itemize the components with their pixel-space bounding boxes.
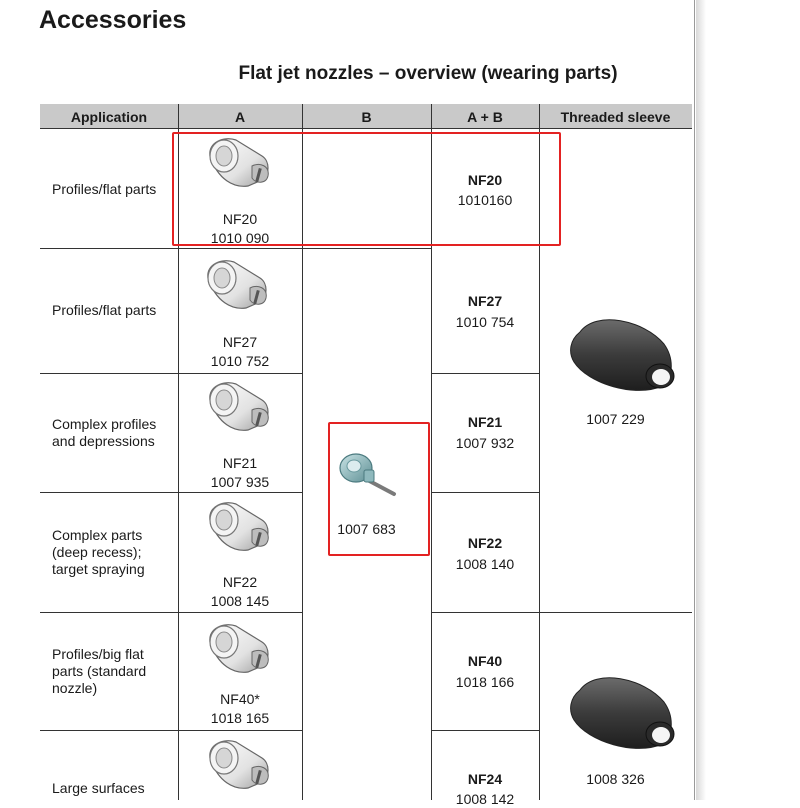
row-2-ab-code: 1010 754: [455, 314, 515, 330]
row-1-ab-code: 1010160: [457, 192, 513, 208]
row-2-application: Profiles/flat parts: [52, 302, 157, 318]
row-3-ab-name: NF21: [467, 414, 503, 430]
grid-line: [40, 730, 302, 731]
nozzle-a-icon: [209, 740, 269, 789]
row-2-ab-name: NF27: [467, 293, 503, 309]
header-a: A: [234, 109, 246, 125]
row-5-a-name: NF40*: [220, 691, 260, 707]
b-part-code: 1007 683: [337, 521, 396, 537]
row-3-a-code: 1007 935: [210, 474, 270, 490]
row-3-a-name: NF21: [222, 455, 258, 471]
grid-line: [302, 104, 303, 800]
grid-line: [431, 612, 692, 613]
page-title: Accessories: [39, 6, 187, 34]
grid-line: [40, 492, 302, 493]
grid-line: [40, 612, 302, 613]
row-6-ab-name: NF24: [467, 771, 503, 787]
nozzle-a-icon: [207, 260, 267, 309]
row-1-a-code: 1010 090: [210, 230, 270, 246]
row-3-ab-code: 1007 932: [455, 435, 515, 451]
sleeve-2-code: 1008 326: [586, 771, 645, 787]
grid-line: [431, 373, 539, 374]
sleeve-1-code: 1007 229: [586, 411, 645, 427]
nozzle-a-icon: [209, 502, 269, 551]
row-5-a-code: 1018 165: [210, 710, 270, 726]
page-shadow: [696, 0, 706, 800]
row-4-ab-code: 1008 140: [455, 556, 515, 572]
row-4-ab-name: NF22: [467, 535, 503, 551]
row-1-ab-name: NF20: [467, 172, 503, 188]
grid-line: [40, 128, 692, 129]
grid-line: [40, 373, 302, 374]
table-title: Flat jet nozzles – overview (wearing par…: [238, 63, 618, 84]
row-5-ab-name: NF40: [467, 653, 503, 669]
row-6-application: Large surfaces: [52, 780, 145, 796]
row-2-a-name: NF27: [222, 334, 258, 350]
row-4-a-code: 1008 145: [210, 593, 270, 609]
grid-line: [40, 248, 431, 249]
nozzle-a-icon: [209, 382, 269, 431]
row-4-application: Complex parts (deep recess); target spra…: [52, 527, 145, 577]
table-header-row: [40, 104, 692, 128]
row-5-ab-code: 1018 166: [455, 674, 515, 690]
threaded-sleeve-icon: [570, 677, 675, 749]
header-b: B: [361, 109, 372, 125]
header-application: Application: [70, 109, 148, 125]
grid-line: [431, 104, 432, 800]
grid-line: [431, 730, 539, 731]
highlight-box-b-part: [328, 422, 430, 556]
row-5-application: Profiles/big flat parts (standard nozzle…: [52, 646, 147, 696]
page-edge: [694, 0, 695, 800]
grid-line: [539, 104, 540, 800]
header-ab: A + B: [467, 109, 503, 125]
nozzle-b-icon: [339, 453, 396, 496]
highlight-box-nf20: [172, 132, 561, 246]
header-threaded-sleeve: Threaded sleeve: [560, 109, 671, 125]
row-2-a-code: 1010 752: [210, 353, 270, 369]
threaded-sleeve-icon: [570, 319, 675, 391]
row-4-a-name: NF22: [222, 574, 258, 590]
grid-line: [431, 492, 539, 493]
row-1-a-name: NF20: [222, 211, 258, 227]
nozzle-a-icon: [209, 624, 269, 673]
row-3-application: Complex profiles and depressions: [52, 416, 157, 449]
row-1-application: Profiles/flat parts: [52, 181, 157, 197]
grid-line: [178, 104, 179, 800]
